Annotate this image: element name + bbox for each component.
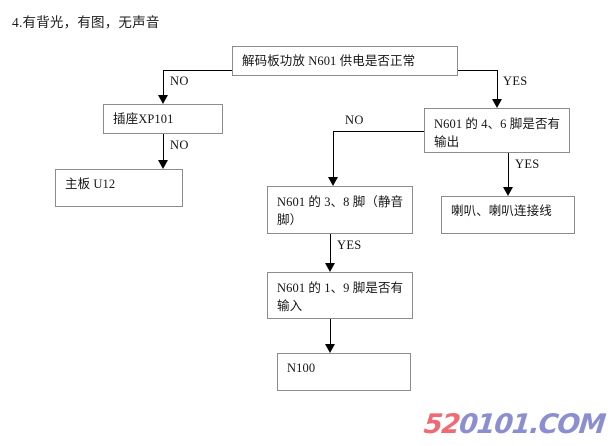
edge-root-no-vertical: [163, 70, 164, 96]
node-n601-pin19: N601 的 1、9 脚是否有输入: [267, 272, 413, 319]
node-n100: N100: [277, 353, 411, 391]
node-speaker: 喇叭、喇叭连接线: [441, 196, 575, 234]
page-title: 4.有背光，有图，无声音: [12, 15, 160, 30]
edge-label-n601-38-yes: YES: [337, 238, 362, 252]
edge-root-yes-arrowhead: [492, 99, 502, 108]
edge-label-root-yes: YES: [503, 74, 528, 88]
node-xp101: 插座XP101: [103, 104, 223, 134]
edge-label-root-no: NO: [170, 74, 189, 88]
edge-n601-46-yes-arrowhead: [503, 187, 513, 196]
edge-root-no-arrowhead: [158, 95, 168, 104]
edge-n601-46-no-vertical: [333, 131, 334, 178]
edge-n601-19-vertical: [330, 319, 331, 345]
node-n601-pin46: N601 的 4、6 脚是否有输出: [424, 108, 570, 153]
edge-root-yes-horizontal: [458, 70, 497, 71]
edge-n601-46-yes-vertical: [508, 153, 509, 188]
watermark-prefix: 52: [422, 409, 462, 440]
edge-n601-46-no-horizontal: [333, 131, 424, 132]
watermark-suffix: 0101.COM: [457, 409, 607, 440]
edge-xp101-no-vertical: [163, 134, 164, 161]
node-mainboard-u12: 主板 U12: [55, 169, 183, 207]
edge-root-yes-vertical: [497, 70, 498, 100]
edge-n601-46-no-arrowhead: [328, 177, 338, 186]
edge-root-no-horizontal: [163, 70, 232, 71]
edge-label-xp101-no: NO: [170, 138, 189, 152]
edge-xp101-no-arrowhead: [158, 160, 168, 169]
edge-label-n601-46-yes: YES: [515, 157, 540, 171]
site-watermark: 520101.COM: [422, 409, 607, 440]
edge-n601-38-yes-vertical: [330, 234, 331, 264]
node-n601-pin38: N601 的 3、8 脚（静音脚）: [267, 186, 413, 234]
edge-label-n601-46-no: NO: [345, 113, 364, 127]
node-root: 解码板功放 N601 供电是否正常: [232, 46, 458, 76]
edge-n601-19-arrowhead: [325, 344, 335, 353]
edge-n601-38-yes-arrowhead: [325, 263, 335, 272]
